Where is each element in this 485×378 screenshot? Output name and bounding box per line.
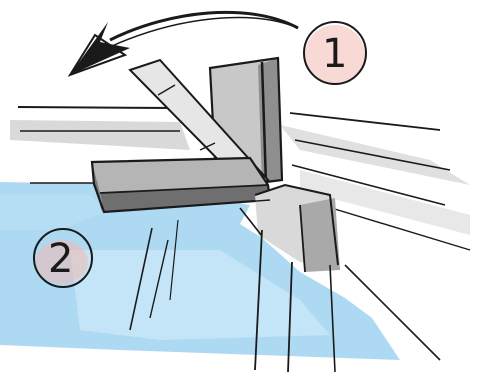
- step-badge-1: 1: [304, 22, 366, 85]
- step-2-label: 2: [48, 236, 73, 282]
- step-badge-2: 2: [34, 229, 92, 287]
- step-1-label: 1: [322, 31, 347, 77]
- seat-platform: [92, 158, 270, 212]
